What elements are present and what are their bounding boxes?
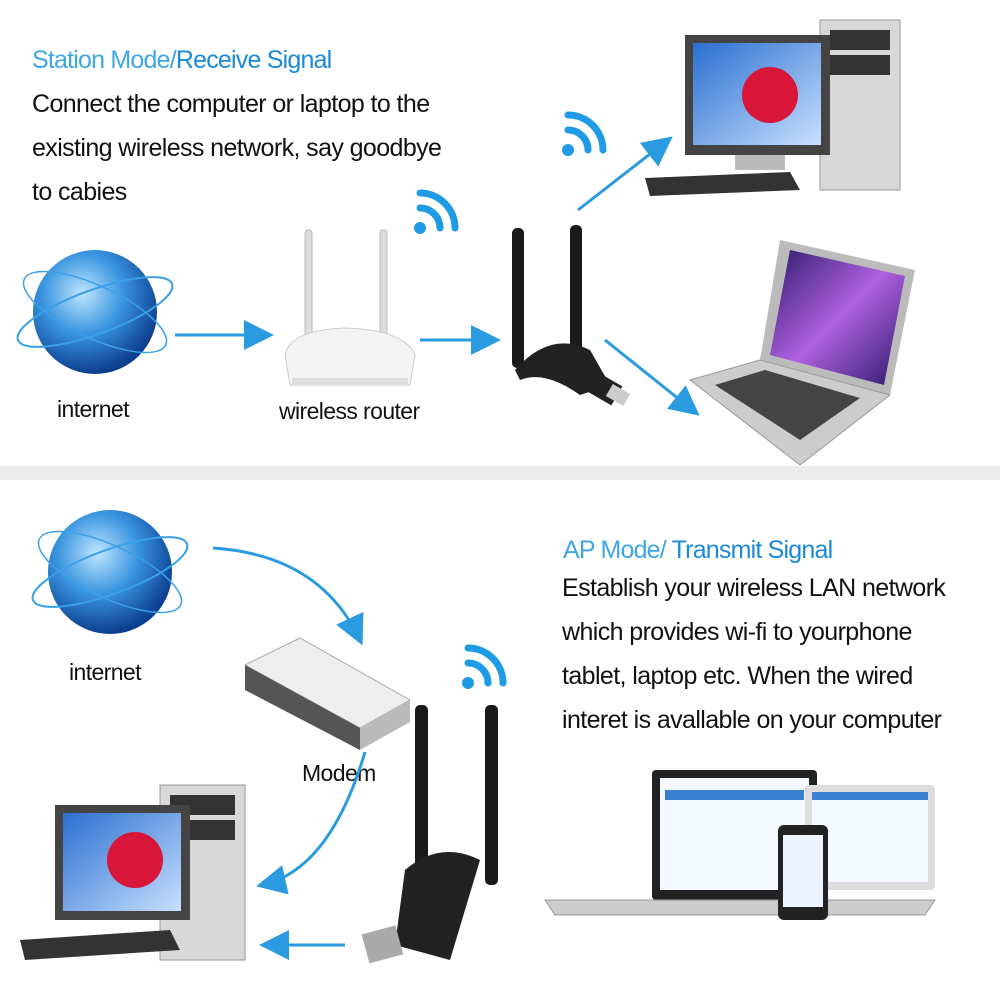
desc-line: Establish your wireless LAN network — [562, 574, 946, 602]
globe-icon — [16, 250, 174, 374]
desc-line: tablet, laptop etc. When the wired — [562, 662, 913, 690]
desktop-computer-icon — [645, 19, 901, 196]
usb-wifi-adapter-icon — [512, 225, 631, 407]
arrow-icon — [577, 136, 673, 212]
title-part2: Receive Signal — [175, 46, 332, 74]
wifi-icon — [414, 189, 459, 234]
globe-icon — [31, 510, 189, 634]
arrow-icon — [256, 751, 367, 895]
modem-label: Modem — [302, 760, 376, 786]
title-part1: AP Mode/ — [563, 536, 667, 564]
station-mode-title: Station Mode/Receive Signal — [32, 46, 332, 75]
wifi-icon — [462, 644, 507, 689]
internet-label: internet — [57, 396, 130, 422]
laptop-icon — [688, 240, 915, 466]
desc-line: existing wireless network, say goodbye — [32, 134, 442, 162]
arrow-icon — [604, 338, 700, 416]
desc-line: which provides wi-fi to yourphone — [562, 618, 912, 646]
section-divider — [0, 466, 1000, 480]
arrow-icon — [212, 546, 364, 646]
station-description: Connect the computer or laptop to the ex… — [32, 82, 442, 214]
desc-line: to cabies — [32, 178, 127, 206]
title-part2: Transmit Signal — [665, 536, 834, 564]
internet-label-2: internet — [69, 659, 142, 685]
ap-mode-title: AP Mode/ Transmit Signal — [563, 536, 834, 565]
desktop-computer-icon — [20, 784, 246, 961]
modem-icon — [243, 637, 412, 750]
desc-line: Connect the computer or laptop to the — [32, 90, 430, 118]
router-label: wireless router — [279, 398, 420, 424]
ap-description: Establish your wireless LAN network whic… — [562, 566, 946, 742]
laptop-tablet-phone-icon — [544, 770, 936, 920]
desc-line: interet is avallable on your computer — [562, 706, 942, 734]
wifi-icon — [562, 111, 607, 156]
usb-wifi-adapter-icon — [361, 705, 498, 964]
router-icon — [284, 229, 416, 386]
title-part1: Station Mode/ — [32, 46, 177, 74]
